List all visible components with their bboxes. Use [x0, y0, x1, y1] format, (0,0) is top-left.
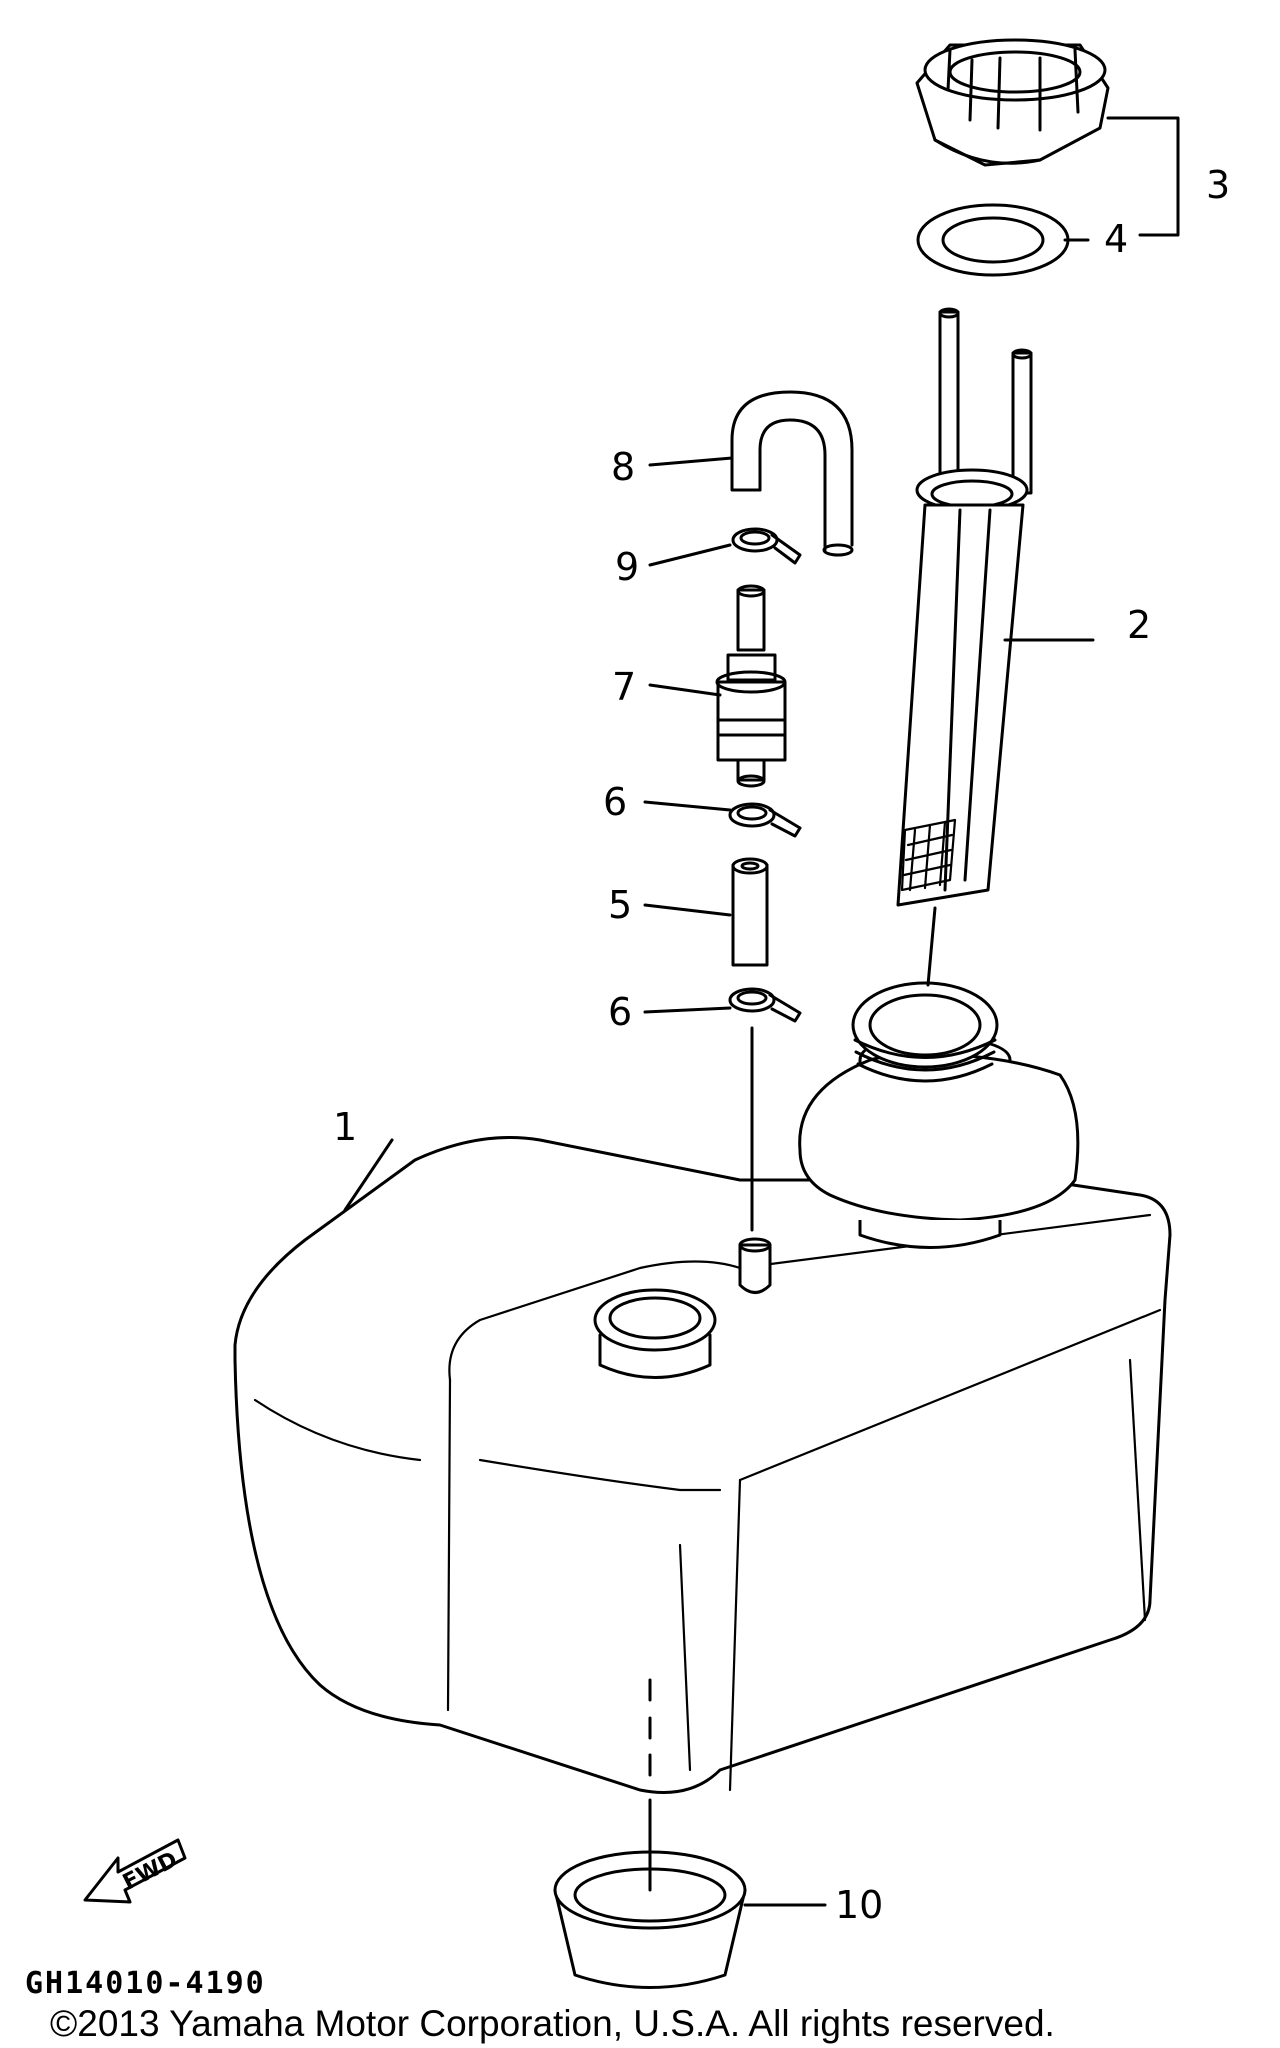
drawing-code: GH14010-4190 — [25, 1966, 266, 2001]
part-7-fuel-filter — [715, 584, 787, 788]
label-part-2: 2 — [1127, 603, 1151, 647]
label-part-6-lower: 6 — [608, 990, 632, 1034]
part-2-strainer — [896, 307, 1033, 907]
part-8-hose — [730, 390, 854, 557]
label-part-9: 9 — [615, 545, 639, 589]
part-5-pipe — [731, 857, 769, 967]
copyright-notice: ©2013 Yamaha Motor Corporation, U.S.A. A… — [50, 2003, 1055, 2044]
label-part-4: 4 — [1104, 217, 1128, 261]
part-9-clip — [731, 527, 802, 565]
fwd-arrow-icon: FWD — [83, 1838, 187, 1904]
alignment-lines — [648, 906, 937, 1892]
label-part-8: 8 — [611, 445, 635, 489]
part-3-filler-cap — [915, 38, 1110, 167]
part-6-clip-upper — [728, 802, 802, 838]
label-part-10: 10 — [835, 1883, 883, 1927]
label-part-3: 3 — [1206, 163, 1230, 207]
label-part-1: 1 — [333, 1105, 357, 1149]
part-1-fuel-tank — [233, 981, 1172, 1794]
part-10-cup — [553, 1850, 747, 1989]
label-part-7: 7 — [612, 665, 636, 709]
label-part-6-upper: 6 — [603, 780, 627, 824]
part-4-gasket — [916, 203, 1070, 277]
part-6-clip-lower — [728, 987, 802, 1023]
leader-lines — [343, 116, 1180, 1907]
label-part-5: 5 — [608, 883, 632, 927]
